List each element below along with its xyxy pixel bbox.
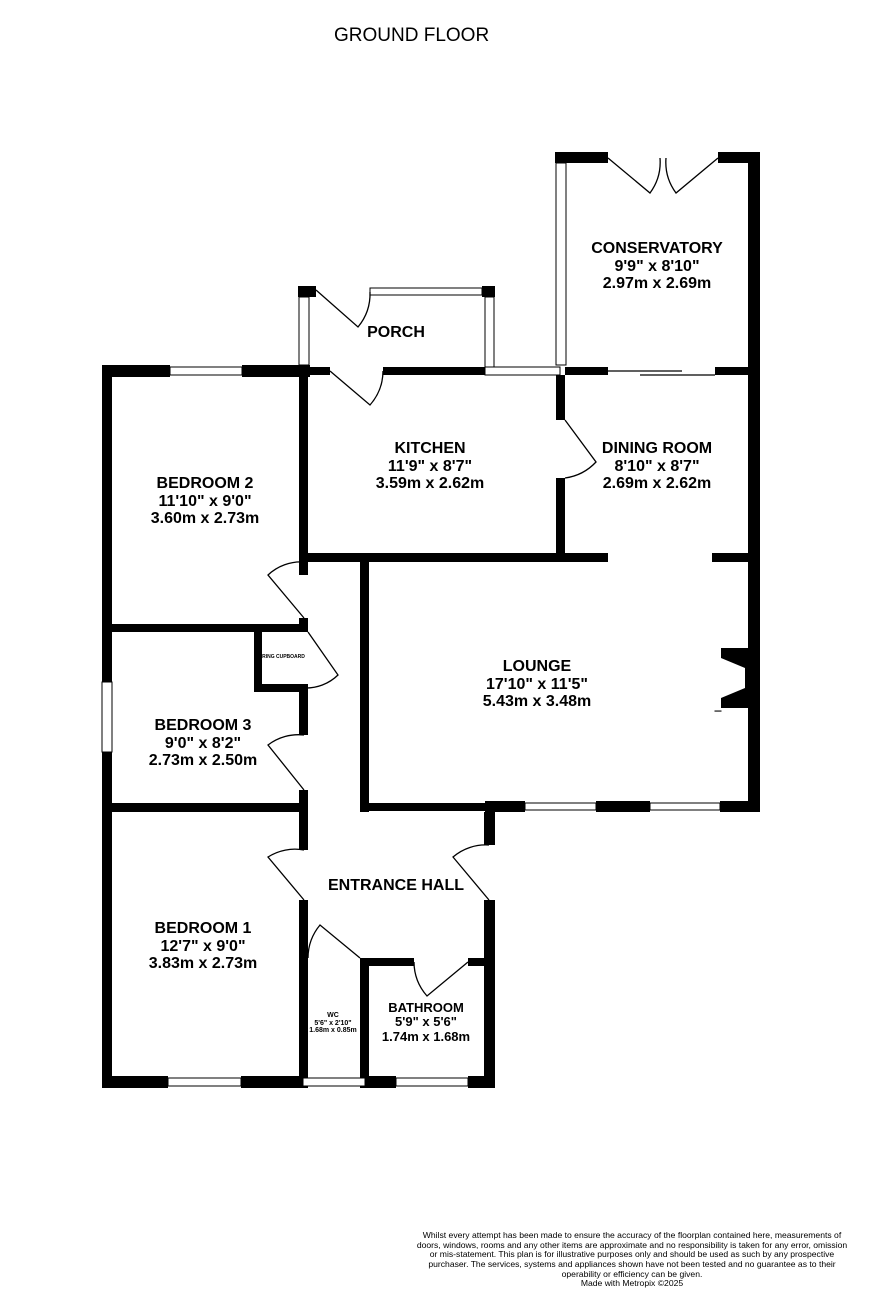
doors <box>267 157 719 997</box>
room-name: KITCHEN <box>394 440 466 457</box>
room-name: LOUNGE <box>502 658 572 675</box>
windows <box>101 162 722 1087</box>
room-name: CONSERVATORY <box>591 240 723 257</box>
disclaimer: Whilst every attempt has been made to en… <box>414 1230 850 1289</box>
room-imperial: 11'9" x 8'7" <box>387 457 473 475</box>
room-name: BEDROOM 2 <box>156 475 254 492</box>
room-lounge: LOUNGE 17'10" x 11'5" 5.43m x 3.48m <box>483 658 592 711</box>
room-metric: 2.97m x 2.69m <box>602 275 712 293</box>
room-imperial: 5'6" x 2'10" <box>314 1019 352 1027</box>
room-kitchen: KITCHEN 11'9" x 8'7" 3.59m x 2.62m <box>376 440 485 493</box>
room-name: DINING ROOM <box>601 440 713 457</box>
room-metric: 2.73m x 2.50m <box>148 752 258 770</box>
room-metric: 3.60m x 2.73m <box>150 510 260 528</box>
floor-title: GROUND FLOOR <box>334 25 490 46</box>
room-name: WC <box>327 1012 339 1019</box>
room-name: BATHROOM <box>388 1000 464 1015</box>
room-conservatory: CONSERVATORY 9'9" x 8'10" 2.97m x 2.69m <box>591 240 723 293</box>
room-imperial: 9'0" x 8'2" <box>164 734 242 752</box>
room-airing-cupboard: AIRING CUPBOARD <box>257 654 305 661</box>
room-imperial: 17'10" x 11'5" <box>486 675 588 693</box>
room-name: AIRING CUPBOARD <box>257 654 305 660</box>
room-metric: 2.69m x 2.62m <box>602 475 712 493</box>
room-porch: PORCH <box>367 324 425 342</box>
room-metric: 1.68m x 0.85m <box>309 1027 357 1035</box>
room-metric: 5.43m x 3.48m <box>482 693 592 711</box>
room-name: BEDROOM 1 <box>154 920 252 937</box>
room-imperial: 5'9" x 5'6" <box>395 1014 457 1030</box>
room-name: BEDROOM 3 <box>154 717 252 734</box>
room-wc: WC 5'6" x 2'10" 1.68m x 0.85m <box>309 1012 356 1035</box>
room-bedroom-1: BEDROOM 1 12'7" x 9'0" 3.83m x 2.73m <box>149 920 258 973</box>
room-entrance-hall: ENTRANCE HALL <box>328 877 464 895</box>
room-metric: 3.83m x 2.73m <box>148 955 258 973</box>
room-imperial: 11'10" x 9'0" <box>158 492 252 510</box>
room-bedroom-3: BEDROOM 3 9'0" x 8'2" 2.73m x 2.50m <box>149 717 258 770</box>
room-imperial: 12'7" x 9'0" <box>160 937 246 955</box>
room-imperial: 9'9" x 8'10" <box>614 257 700 275</box>
room-dining: DINING ROOM 8'10" x 8'7" 2.69m x 2.62m <box>602 440 712 493</box>
room-name: PORCH <box>367 324 425 341</box>
room-imperial: 8'10" x 8'7" <box>614 457 700 475</box>
room-bathroom: BATHROOM 5'9" x 5'6" 1.74m x 1.68m <box>381 1000 471 1044</box>
room-metric: 3.59m x 2.62m <box>375 475 485 493</box>
credit: Made with Metropix ©2025 <box>580 1278 684 1289</box>
disclaimer-text: Whilst every attempt has been made to en… <box>416 1230 848 1279</box>
fireplace <box>721 648 748 708</box>
room-name: ENTRANCE HALL <box>328 877 464 894</box>
room-bedroom-2: BEDROOM 2 11'10" x 9'0" 3.60m x 2.73m <box>151 475 260 528</box>
room-metric: 1.74m x 1.68m <box>381 1028 471 1044</box>
